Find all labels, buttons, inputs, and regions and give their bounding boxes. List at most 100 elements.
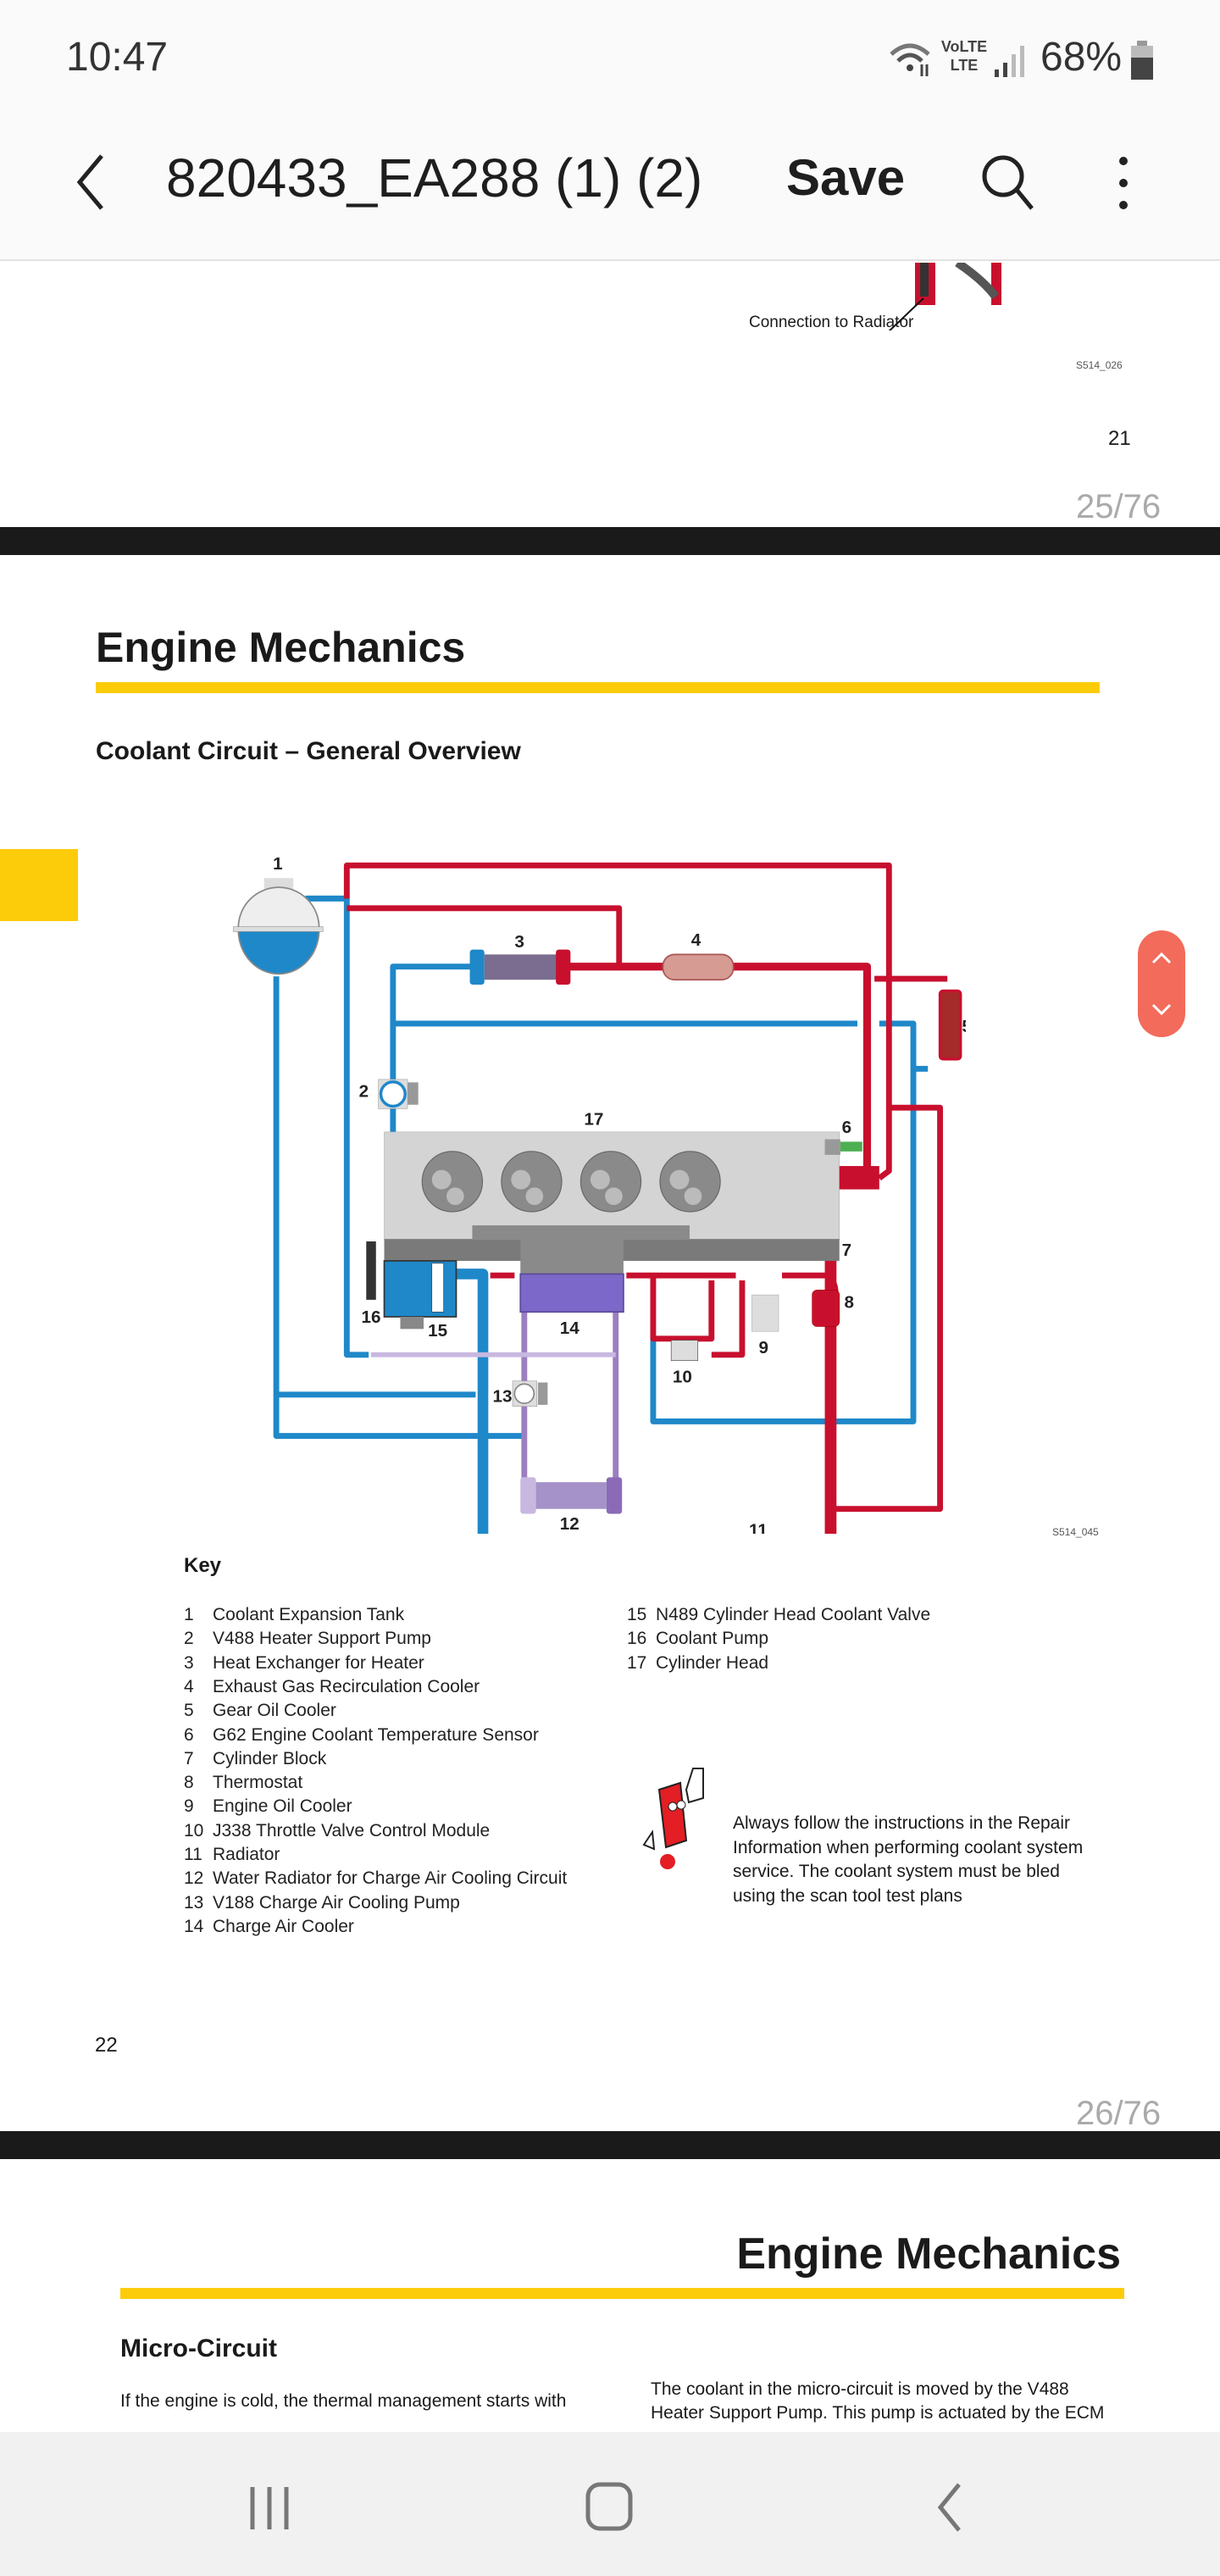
diagram-label: 3 <box>514 932 524 952</box>
text-line: The coolant in the micro-circuit is move… <box>651 2379 1069 2399</box>
diagram-label: 8 <box>845 1293 854 1313</box>
volte-icon: VoLTE LTE <box>940 38 988 74</box>
battery-icon <box>1131 41 1153 80</box>
key-label: Gear Oil Cooler <box>213 1701 336 1721</box>
page-26: Engine Mechanics Coolant Circuit – Gener… <box>0 555 1220 2131</box>
recents-icon[interactable] <box>246 2483 297 2534</box>
body-text-right: The coolant in the micro-circuit is move… <box>651 2378 1104 2425</box>
key-item: 14 Charge Air Cooler <box>184 1917 354 1937</box>
key-title: Key <box>184 1554 222 1577</box>
heading-rule <box>120 2288 1124 2299</box>
figure-id: S514_045 <box>1052 1526 1099 1538</box>
coolant-pump <box>366 1241 458 1330</box>
key-label: Thermostat <box>213 1773 303 1793</box>
section-heading: Engine Mechanics <box>736 2229 1121 2279</box>
battery-percent: 68% <box>1040 35 1123 80</box>
note-line: using the scan tool test plans <box>733 1885 962 1906</box>
page-separator <box>0 527 1220 555</box>
app-bar: 820433_EA288 (1) (2) Save <box>0 110 1220 261</box>
diagram-label: 15 <box>428 1321 447 1341</box>
expansion-tank <box>233 878 324 975</box>
warning-mascot-icon <box>642 1768 704 1869</box>
key-label: Heat Exchanger for Heater <box>213 1652 424 1673</box>
chevron-up-down-icon[interactable] <box>1150 949 1173 1019</box>
diagram-label: 14 <box>560 1319 580 1338</box>
diagram-label: 16 <box>362 1307 381 1327</box>
engine-block <box>384 1131 879 1313</box>
charge-air-radiator <box>520 1477 623 1514</box>
key-label: Engine Oil Cooler <box>213 1796 352 1817</box>
more-icon[interactable] <box>1112 153 1137 214</box>
navigation-bar <box>0 2432 1220 2576</box>
diagram-label: 5 <box>962 1017 966 1036</box>
diagram-label: 9 <box>758 1338 768 1357</box>
key-number: 7 <box>184 1748 194 1768</box>
key-number: 10 <box>184 1820 204 1840</box>
key-label: Coolant Expansion Tank <box>213 1605 405 1624</box>
chapter-tab <box>0 849 78 921</box>
figure-caption: Connection to Radiator <box>749 314 914 331</box>
page-separator <box>0 2131 1220 2159</box>
page-25: Connection to Radiator S514_026 21 25/76 <box>0 263 1220 527</box>
text-line: Heater Support Pump. This pump is actuat… <box>651 2403 1105 2423</box>
back-icon[interactable] <box>73 153 107 212</box>
engine-oil-cooler <box>751 1294 779 1332</box>
key-label: V188 Charge Air Cooling Pump <box>213 1892 460 1913</box>
diagram-label: 13 <box>493 1386 513 1406</box>
key-label: Exhaust Gas Recirculation Cooler <box>213 1676 480 1696</box>
heater-heat-exchanger <box>469 949 571 985</box>
key-number: 2 <box>184 1629 194 1649</box>
key-number: 15 <box>627 1605 647 1624</box>
search-icon[interactable] <box>979 153 1039 214</box>
home-icon[interactable] <box>585 2481 635 2534</box>
key-label: Coolant Pump <box>656 1629 769 1649</box>
note-line: service. The coolant system must be bled <box>733 1862 1060 1881</box>
coolant-circuit-diagram: 1 2 3 4 5 6 7 8 9 10 11 12 13 14 15 16 1… <box>233 854 966 1534</box>
key-item: 5 Gear Oil Cooler <box>184 1701 336 1721</box>
key-label: Cylinder Head <box>656 1652 769 1673</box>
key-number: 13 <box>184 1892 204 1913</box>
key-item: 17 Cylinder Head <box>627 1653 768 1674</box>
section-heading: Engine Mechanics <box>96 624 466 671</box>
page-counter: 26/76 <box>1076 2095 1162 2132</box>
diagram-label: 17 <box>584 1109 603 1129</box>
diagram-label: 2 <box>359 1082 369 1102</box>
charge-air-cooling-pump <box>512 1380 548 1407</box>
diagram-label: 1 <box>273 854 283 874</box>
key-number: 14 <box>184 1916 204 1936</box>
page-counter: 25/76 <box>1076 488 1162 525</box>
key-number: 8 <box>184 1773 194 1793</box>
key-label: Charge Air Cooler <box>213 1916 354 1936</box>
page-scroll-control[interactable] <box>1138 930 1185 1037</box>
key-number: 17 <box>627 1652 647 1673</box>
key-item: 9 Engine Oil Cooler <box>184 1796 352 1817</box>
cold-coolant-pipes <box>273 895 929 1440</box>
nav-back-icon[interactable] <box>932 2481 966 2534</box>
key-number: 9 <box>184 1796 194 1817</box>
save-button[interactable]: Save <box>786 149 906 206</box>
body-text-left: If the engine is cold, the thermal manag… <box>120 2391 567 2411</box>
key-item: 8 Thermostat <box>184 1773 302 1793</box>
page-number: 21 <box>1108 427 1131 450</box>
key-number: 4 <box>184 1676 194 1696</box>
status-time: 10:47 <box>66 35 169 80</box>
note-line: Always follow the instructions in the Re… <box>733 1813 1071 1833</box>
page-number: 22 <box>95 2034 118 2057</box>
diagram-label: 6 <box>842 1118 852 1137</box>
diagram-label: 10 <box>673 1367 692 1386</box>
key-number: 6 <box>184 1724 194 1745</box>
key-number: 5 <box>184 1701 194 1721</box>
temp-sensor <box>840 1141 862 1152</box>
key-label: J338 Throttle Valve Control Module <box>213 1820 491 1840</box>
wifi-icon <box>890 43 930 76</box>
diagram-label: 7 <box>842 1241 852 1260</box>
subheading: Coolant Circuit – General Overview <box>96 737 521 765</box>
